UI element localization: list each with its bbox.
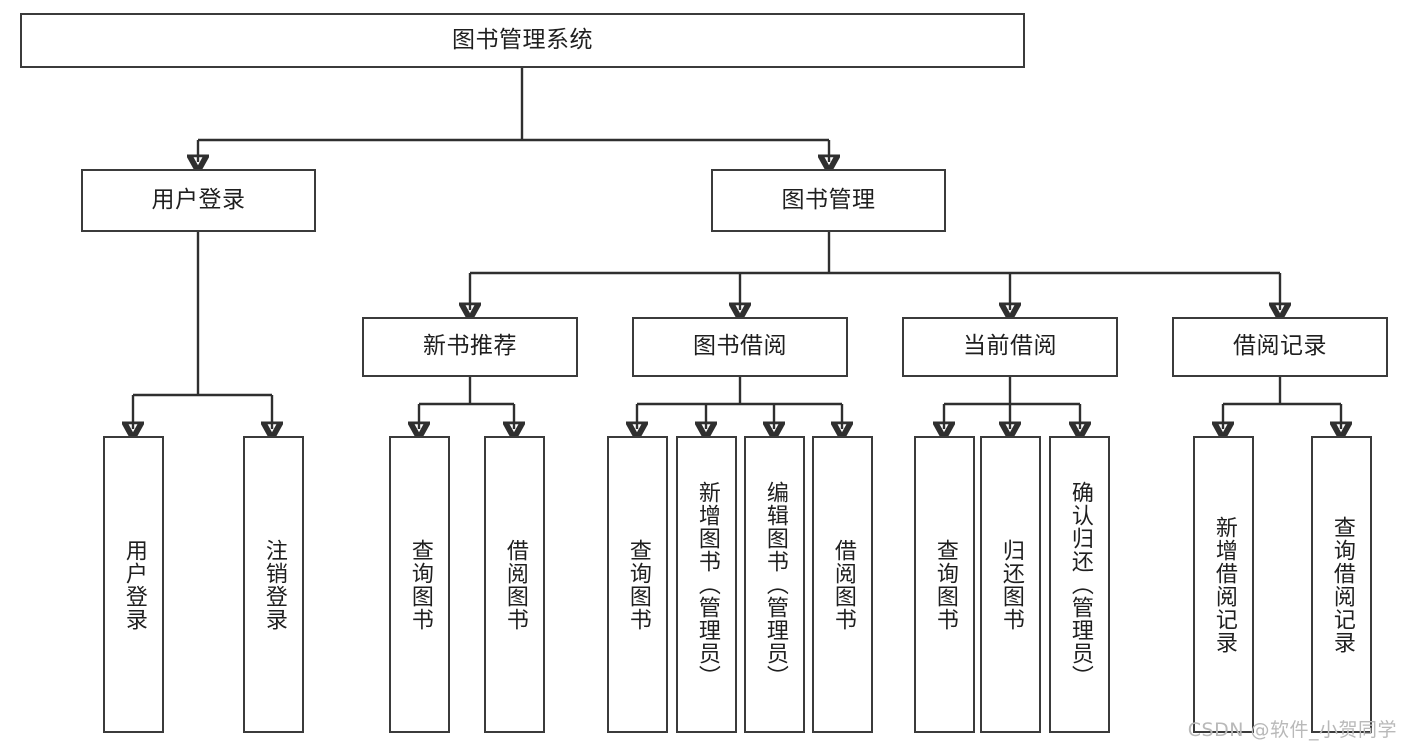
node-current-borrow[interactable]: 当前借阅 [902, 317, 1118, 377]
leaf-recommend-borrow-book[interactable]: 借阅图书 [484, 436, 545, 733]
node-label: 查询图书 [407, 538, 433, 631]
node-label: 当前借阅 [963, 333, 1057, 360]
leaf-current-confirm-return-admin[interactable]: 确认归还（管理员） [1049, 436, 1110, 733]
node-label: 图书借阅 [693, 333, 787, 360]
leaf-recommend-query-book[interactable]: 查询图书 [389, 436, 450, 733]
node-user-login[interactable]: 用户登录 [81, 169, 316, 232]
node-label: 借阅图书 [830, 538, 856, 631]
node-borrow-record[interactable]: 借阅记录 [1172, 317, 1388, 377]
node-label: 用户登录 [121, 538, 147, 631]
leaf-current-return-book[interactable]: 归还图书 [980, 436, 1041, 733]
node-label: 确认归还（管理员） [1067, 481, 1093, 688]
leaf-user-logout[interactable]: 注销登录 [243, 436, 304, 733]
leaf-borrow-query-book[interactable]: 查询图书 [607, 436, 668, 733]
leaf-current-query-book[interactable]: 查询图书 [914, 436, 975, 733]
node-label: 查询图书 [625, 538, 651, 631]
node-label: 查询图书 [932, 538, 958, 631]
node-label: 用户登录 [151, 186, 246, 213]
leaf-record-add-record[interactable]: 新增借阅记录 [1193, 436, 1254, 733]
node-label: 新增图书（管理员） [694, 481, 720, 688]
leaf-borrow-edit-book-admin[interactable]: 编辑图书（管理员） [744, 436, 805, 733]
node-book-borrow[interactable]: 图书借阅 [632, 317, 848, 377]
node-label: 借阅记录 [1233, 333, 1327, 360]
node-new-book-recommend[interactable]: 新书推荐 [362, 317, 578, 377]
node-label: 编辑图书（管理员） [762, 481, 788, 688]
node-label: 查询借阅记录 [1329, 515, 1355, 654]
leaf-user-login[interactable]: 用户登录 [103, 436, 164, 733]
node-label: 新书推荐 [423, 333, 517, 360]
node-root-system[interactable]: 图书管理系统 [20, 13, 1025, 68]
leaf-borrow-borrow-book[interactable]: 借阅图书 [812, 436, 873, 733]
leaf-record-query-record[interactable]: 查询借阅记录 [1311, 436, 1372, 733]
node-label: 图书管理系统 [452, 26, 593, 53]
node-label: 归还图书 [998, 538, 1024, 631]
node-label: 注销登录 [261, 538, 287, 631]
watermark: CSDN @软件_小贺同学 [1187, 719, 1397, 741]
leaf-borrow-add-book-admin[interactable]: 新增图书（管理员） [676, 436, 737, 733]
node-label: 图书管理 [781, 186, 876, 213]
node-book-management[interactable]: 图书管理 [711, 169, 946, 232]
node-label: 借阅图书 [502, 538, 528, 631]
node-label: 新增借阅记录 [1211, 515, 1237, 654]
